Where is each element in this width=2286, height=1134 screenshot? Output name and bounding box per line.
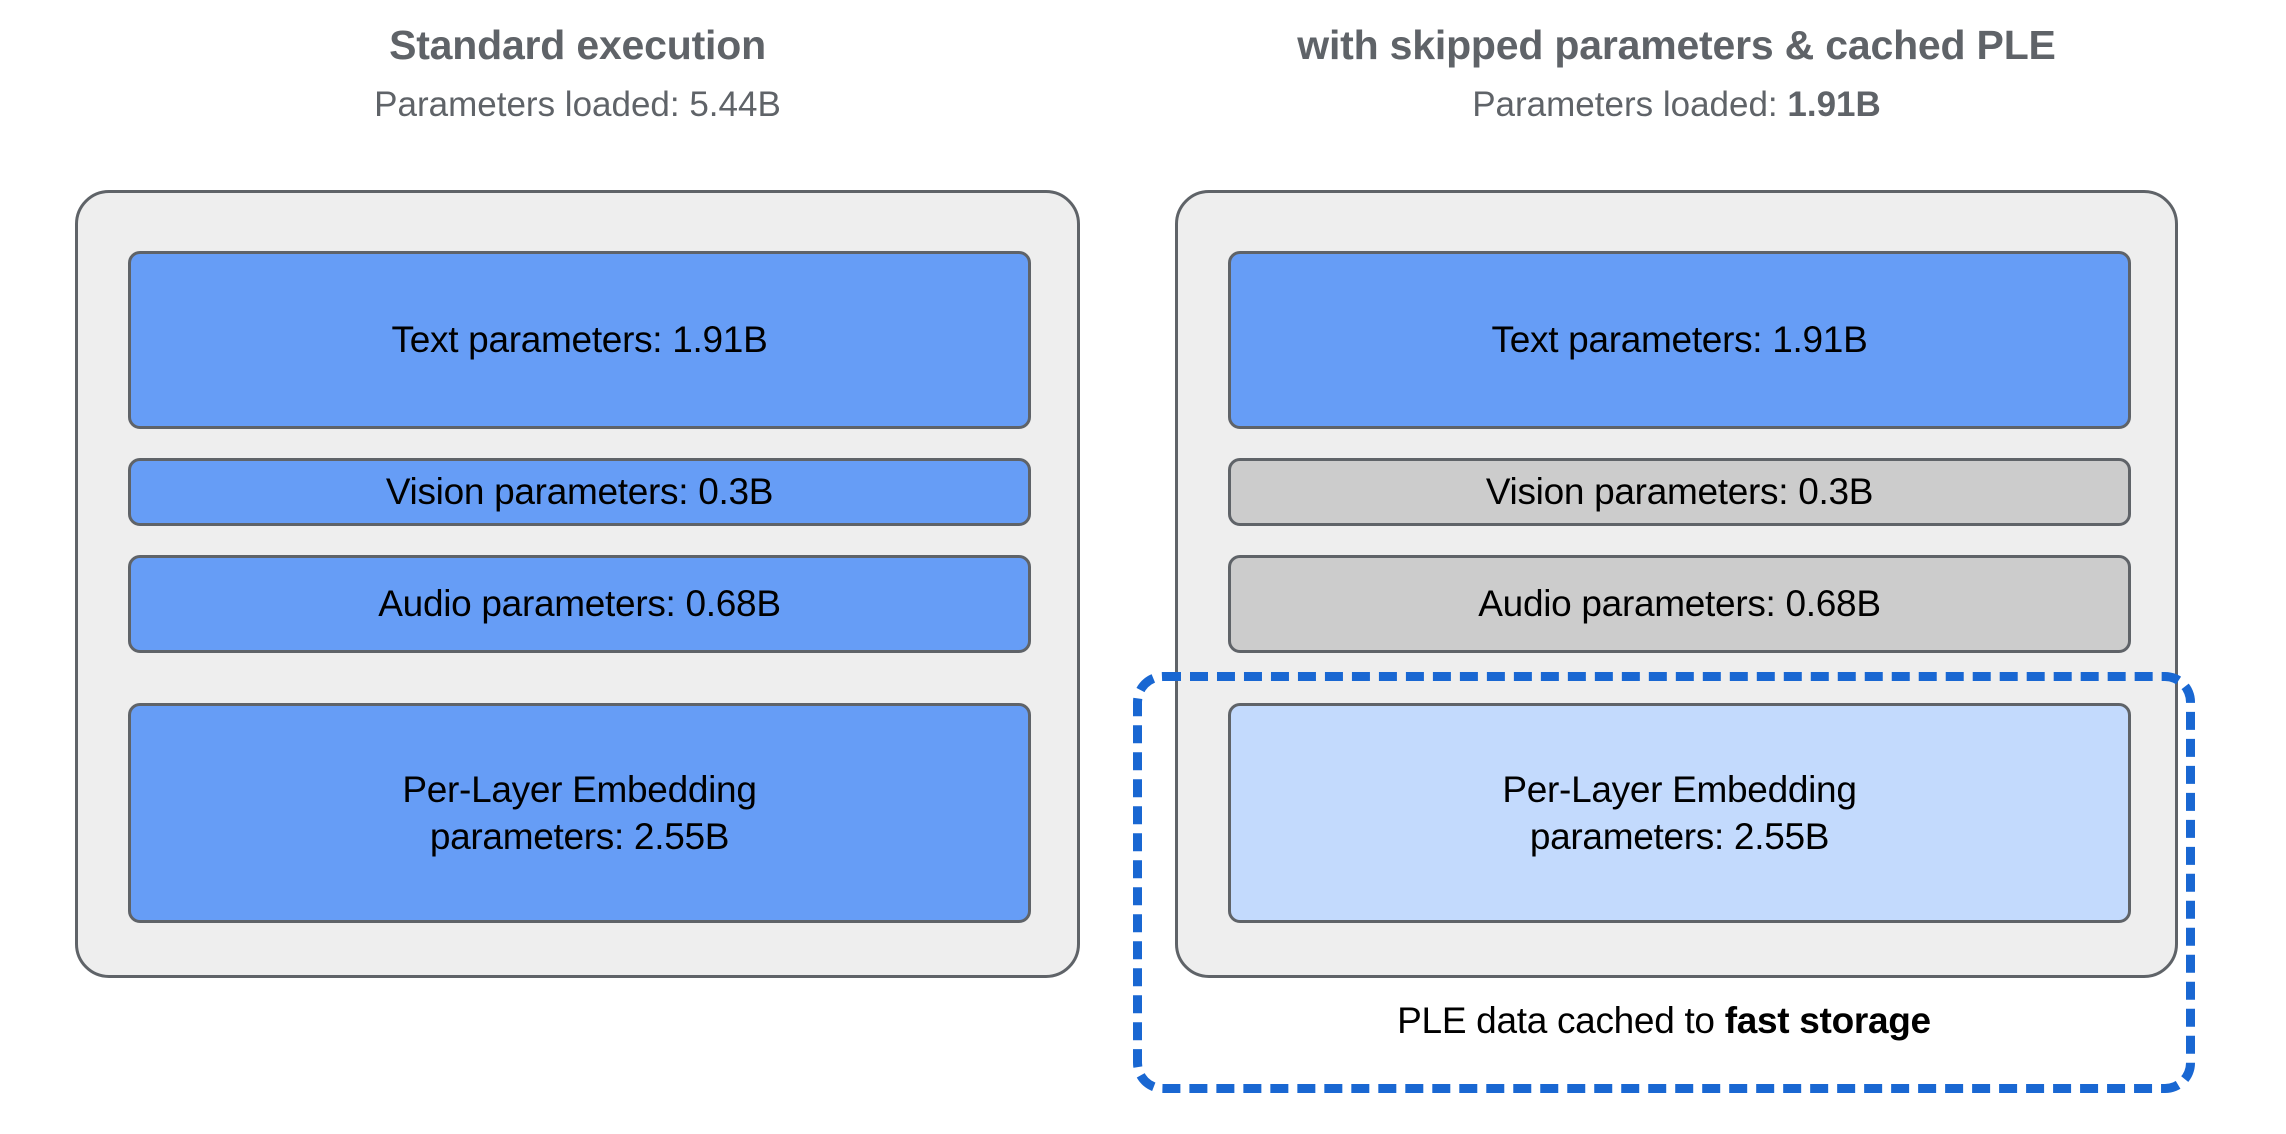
memory-panel-optimized: Text parameters: 1.91B Vision parameters… bbox=[1175, 190, 2178, 978]
cache-caption-prefix: PLE data cached to bbox=[1397, 1000, 1725, 1041]
cache-caption: PLE data cached to fast storage bbox=[1133, 1000, 2195, 1042]
column-heading-optimized: with skipped parameters & cached PLE Par… bbox=[1175, 22, 2178, 125]
column-title-optimized: with skipped parameters & cached PLE bbox=[1297, 22, 2056, 68]
param-box-ple-optimized: Per-Layer Embedding parameters: 2.55B bbox=[1228, 703, 2131, 923]
param-box-vision-standard: Vision parameters: 0.3B bbox=[128, 458, 1031, 526]
param-box-text-standard: Text parameters: 1.91B bbox=[128, 251, 1031, 429]
column-subtitle-standard-prefix: Parameters loaded: bbox=[374, 85, 690, 125]
column-subtitle-standard: Parameters loaded: 5.44B bbox=[75, 85, 1080, 125]
column-heading-standard: Standard execution Parameters loaded: 5.… bbox=[75, 22, 1080, 125]
param-box-text-optimized: Text parameters: 1.91B bbox=[1228, 251, 2131, 429]
param-box-audio-standard: Audio parameters: 0.68B bbox=[128, 555, 1031, 653]
column-subtitle-standard-value: 5.44B bbox=[689, 85, 781, 125]
memory-panel-standard: Text parameters: 1.91B Vision parameters… bbox=[75, 190, 1080, 978]
column-subtitle-optimized-value: 1.91B bbox=[1787, 85, 1881, 125]
param-box-ple-standard-line1: Per-Layer Embedding bbox=[402, 768, 757, 810]
param-box-audio-optimized: Audio parameters: 0.68B bbox=[1228, 555, 2131, 653]
param-box-ple-optimized-line2: parameters: 2.55B bbox=[1529, 816, 1830, 857]
column-subtitle-optimized-prefix: Parameters loaded: bbox=[1472, 85, 1788, 125]
column-title-standard: Standard execution bbox=[389, 22, 766, 68]
param-box-ple-standard-line2: parameters: 2.55B bbox=[429, 816, 730, 857]
cache-caption-emphasis: fast storage bbox=[1724, 1000, 1931, 1041]
column-subtitle-optimized: Parameters loaded: 1.91B bbox=[1175, 85, 2178, 125]
param-box-ple-optimized-line1: Per-Layer Embedding bbox=[1502, 768, 1857, 810]
param-box-vision-optimized: Vision parameters: 0.3B bbox=[1228, 458, 2131, 526]
param-box-ple-standard: Per-Layer Embedding parameters: 2.55B bbox=[128, 703, 1031, 923]
